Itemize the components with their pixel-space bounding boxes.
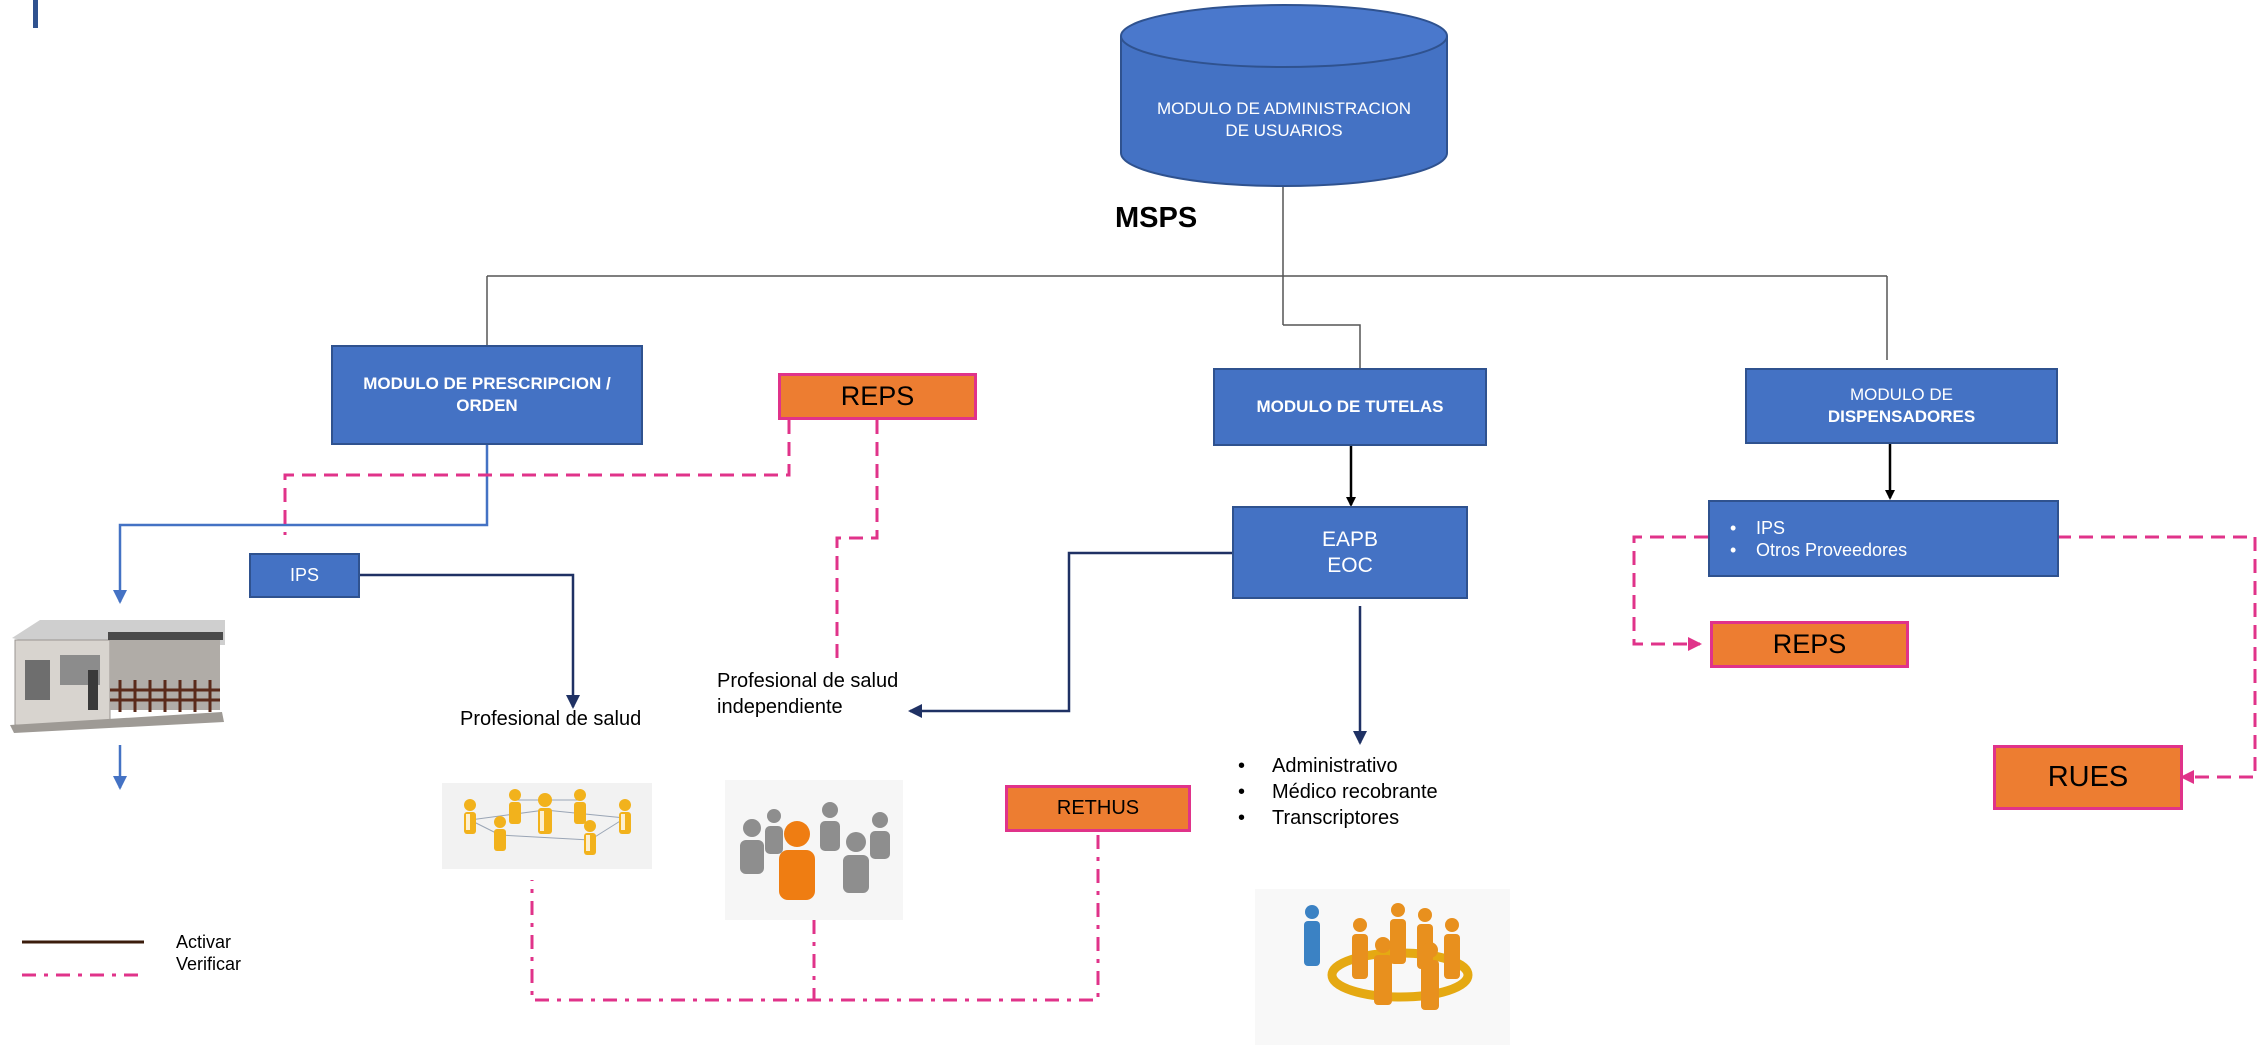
eapb-line1: EAPB [1321, 527, 1379, 551]
verify-reps-ips [283, 420, 791, 535]
legend-verificar-label: Verificar [176, 954, 242, 974]
reps-box-top-label: REPS [840, 381, 915, 411]
dispensadores-list-box[interactable]: IPS Otros Proveedores [1708, 500, 2059, 577]
eapb-box[interactable]: EAPB EOC [1232, 506, 1468, 599]
reps-box-right[interactable]: REPS [1710, 621, 1909, 668]
rues-box-label: RUES [2047, 761, 2129, 793]
tutela-role-item: Transcriptores [1238, 805, 1438, 831]
arrow-prescripcion-ips-building [113, 445, 489, 604]
module-prescripcion-line2: ORDEN [456, 396, 518, 415]
eapb-line2: EOC [1327, 553, 1373, 577]
header-accent-bar [33, 0, 38, 28]
dispensadores-list: IPS Otros Proveedores [1710, 517, 1907, 561]
arrow-eapb-independiente [908, 551, 1232, 718]
dispensadores-list-item: IPS [1710, 517, 1907, 539]
module-dispensadores-line2: DISPENSADORES [1827, 407, 1976, 426]
rues-box[interactable]: RUES [1993, 745, 2183, 810]
db-label: MODULO DE ADMINISTRACION DE USUARIOS [1121, 98, 1447, 142]
verify-reps-independiente [835, 420, 879, 660]
database-cylinder [1120, 4, 1448, 187]
profesional-independiente-label: Profesional de salud independiente [717, 668, 898, 720]
arrow-ips-profesional [360, 573, 580, 709]
profesional-independiente-line1: Profesional de salud [717, 670, 899, 692]
independent-professional-image [725, 780, 903, 920]
dispensadores-list-item: Otros Proveedores [1710, 539, 1907, 561]
module-dispensadores-line1: MODULO DE [1850, 385, 1953, 404]
profesional-salud-label: Profesional de salud [460, 708, 642, 730]
ips-box[interactable]: IPS [249, 553, 360, 598]
ips-building-image [10, 620, 225, 733]
people-group-image [1255, 889, 1510, 1045]
tutela-roles-list: Administrativo Médico recobrante Transcr… [1238, 753, 1438, 831]
module-tutelas[interactable]: MODULO DE TUTELAS [1213, 368, 1487, 446]
profesional-independiente-line2: independiente [717, 696, 843, 718]
reps-box-right-label: REPS [1772, 629, 1847, 659]
reps-box-top[interactable]: REPS [778, 373, 977, 420]
verify-dispensadores-rues [2057, 535, 2257, 784]
module-dispensadores[interactable]: MODULO DE DISPENSADORES [1745, 368, 2058, 444]
rethus-box-label: RETHUS [1056, 797, 1140, 819]
professionals-network-image [442, 783, 652, 869]
legend-activar-label: Activar [176, 932, 232, 952]
module-prescripcion-line1: MODULO DE PRESCRIPCION / [363, 374, 611, 393]
tutela-role-item: Administrativo [1238, 753, 1438, 779]
module-prescripcion[interactable]: MODULO DE PRESCRIPCION / ORDEN [331, 345, 643, 445]
db-label-line2: DE USUARIOS [1225, 121, 1343, 140]
rethus-box[interactable]: RETHUS [1005, 785, 1191, 832]
msps-label: MSPS [1115, 202, 1198, 234]
db-label-line1: MODULO DE ADMINISTRACION [1156, 99, 1412, 118]
tree-connectors [486, 182, 1888, 368]
tutela-role-item: Médico recobrante [1238, 779, 1438, 805]
module-tutelas-label: MODULO DE TUTELAS [1256, 397, 1444, 416]
verify-dispensadores-reps [1632, 535, 1708, 651]
ips-box-label: IPS [289, 565, 319, 585]
